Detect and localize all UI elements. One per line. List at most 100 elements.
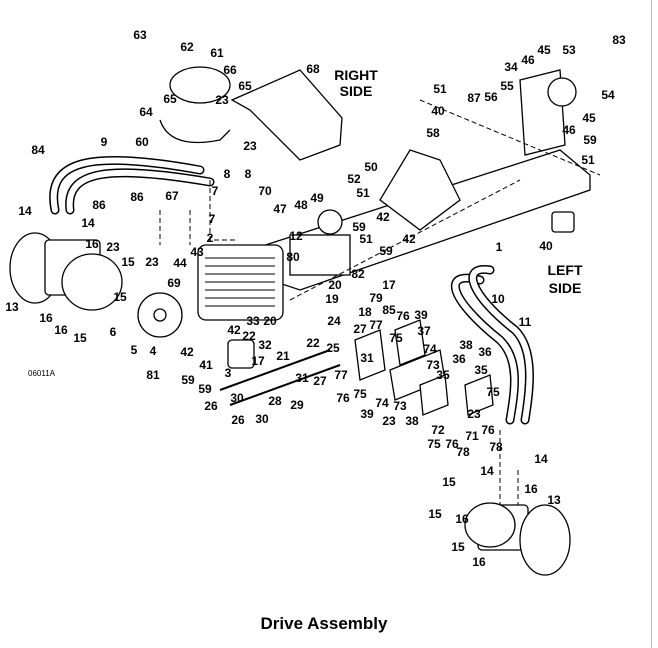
callout-8: 8 [224,167,231,181]
callout-14: 14 [81,216,95,230]
callout-45: 45 [582,111,596,125]
bracket-12 [289,234,351,276]
callout-35: 35 [474,363,488,377]
callout-51: 51 [581,153,595,167]
right-side-label-1: RIGHT [334,67,378,83]
linkage-plate [394,319,426,366]
callout-15: 15 [442,475,456,489]
rod [219,349,331,391]
callout-75: 75 [427,437,441,451]
callout-75: 75 [389,331,403,345]
callout-58: 58 [426,126,440,140]
callout-74: 74 [375,396,389,410]
callout-17: 17 [251,354,265,368]
callout-46: 46 [562,123,576,137]
callout-34: 34 [504,60,518,74]
callout-4: 4 [150,344,157,358]
callout-86: 86 [130,190,144,204]
left-side-label-2: SIDE [549,280,582,296]
callout-50: 50 [364,160,378,174]
callout-75: 75 [486,385,500,399]
callout-38: 38 [459,338,473,352]
bracket-60 [159,119,231,144]
hose-inner [50,157,203,213]
callout-39: 39 [360,407,374,421]
callout-73: 73 [426,358,440,372]
callout-65: 65 [163,92,177,106]
callout-67: 67 [165,189,179,203]
callout-72: 72 [431,423,445,437]
callout-61: 61 [210,46,224,60]
callout-16: 16 [524,482,538,496]
callout-59: 59 [583,133,597,147]
callout-59: 59 [352,220,366,234]
callout-52: 52 [347,172,361,186]
callout-23: 23 [215,93,229,107]
callout-59: 59 [379,244,393,258]
callout-76: 76 [336,391,350,405]
callout-9: 9 [101,135,108,149]
hose-inner [452,275,518,423]
callout-76: 76 [396,309,410,323]
callout-65: 65 [238,79,252,93]
drawing-code: 06011A [28,369,56,378]
callout-32: 32 [258,338,272,352]
callout-16: 16 [472,555,486,569]
callout-23: 23 [382,414,396,428]
callout-40: 40 [431,104,445,118]
guide-line [289,179,521,301]
callout-45: 45 [537,43,551,57]
hose-inner [469,266,533,423]
callout-14: 14 [18,204,32,218]
callout-3: 3 [225,366,232,380]
callout-26: 26 [204,399,218,413]
callout-2: 2 [207,231,214,245]
callout-40: 40 [539,239,553,253]
callout-35: 35 [436,368,450,382]
callout-1: 1 [496,240,503,254]
callout-22: 22 [242,329,256,343]
callout-13: 13 [547,493,561,507]
callout-51: 51 [356,186,370,200]
callout-84: 84 [31,143,45,157]
callout-42: 42 [402,232,416,246]
callout-59: 59 [181,373,195,387]
fan-hub [153,308,167,322]
guide-line [209,180,235,241]
left-side-label-1: LEFT [548,262,583,278]
callout-31: 31 [295,371,309,385]
parts-drawing [9,66,601,576]
callout-62: 62 [180,40,194,54]
callout-79: 79 [369,291,383,305]
callout-14: 14 [534,452,548,466]
cover-68 [230,69,343,161]
callout-38: 38 [405,414,419,428]
callout-48: 48 [294,198,308,212]
callout-82: 82 [351,267,365,281]
callout-42: 42 [180,345,194,359]
callout-25: 25 [326,341,340,355]
callout-76: 76 [445,437,459,451]
page-edge [651,0,652,648]
callout-51: 51 [433,82,447,96]
callout-53: 53 [562,43,576,57]
callout-86: 86 [92,198,106,212]
callout-43: 43 [190,245,204,259]
callout-20: 20 [328,278,342,292]
callout-56: 56 [484,90,498,104]
callout-59: 59 [198,382,212,396]
callout-77: 77 [334,368,348,382]
engine-fins [205,257,275,307]
callout-66: 66 [223,63,237,77]
callout-27: 27 [353,322,367,336]
callout-85: 85 [382,303,396,317]
callout-36: 36 [478,345,492,359]
callout-64: 64 [139,105,153,119]
callout-39: 39 [414,308,428,322]
callout-23: 23 [243,139,257,153]
callout-46: 46 [521,53,535,67]
callout-42: 42 [376,210,390,224]
callout-41: 41 [199,358,213,372]
callout-30: 30 [255,412,269,426]
